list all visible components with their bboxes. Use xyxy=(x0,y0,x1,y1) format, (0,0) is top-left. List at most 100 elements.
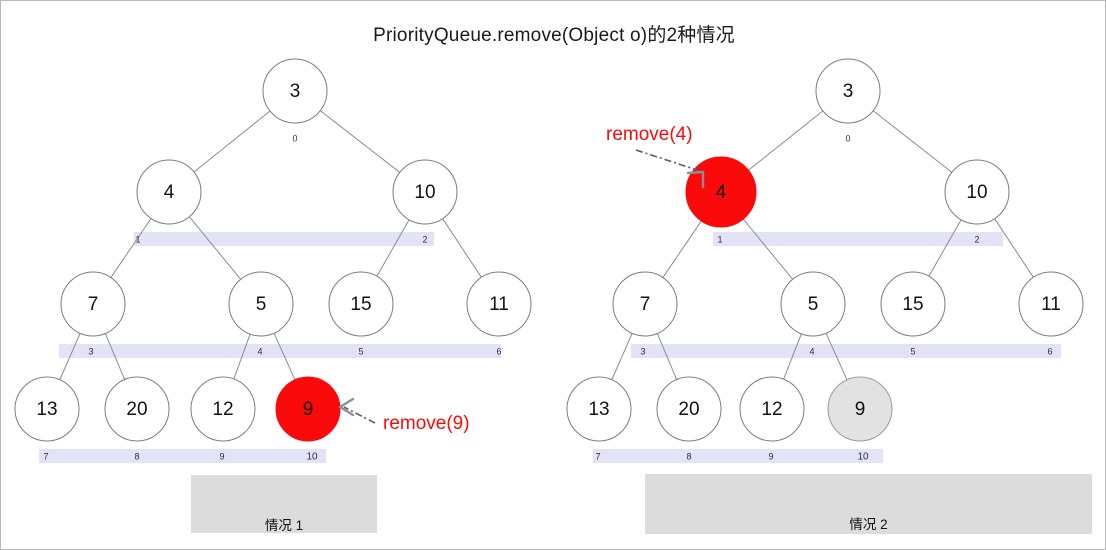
tree-node-label: 20 xyxy=(678,399,699,420)
tree-edge xyxy=(994,218,1034,278)
tree-node-10[interactable] xyxy=(944,159,1010,225)
left-band-level4 xyxy=(39,449,326,463)
tree-node-15[interactable] xyxy=(880,271,946,337)
right-band-level4 xyxy=(593,449,883,463)
tree-node-label: 5 xyxy=(256,294,267,315)
callout-label-right: remove(4) xyxy=(606,124,693,145)
heap-index-label: 4 xyxy=(257,346,262,356)
tree-node-15[interactable] xyxy=(328,271,394,337)
tree-node-11[interactable] xyxy=(1018,271,1084,337)
right-band-level3 xyxy=(631,344,1061,358)
tree-node-4[interactable] xyxy=(136,159,202,225)
tree-node-label: 4 xyxy=(164,182,175,203)
heap-index-label: 9 xyxy=(768,451,773,461)
tree-node-10[interactable] xyxy=(392,159,458,225)
heap-index-label: 8 xyxy=(134,451,139,461)
heap-index-label: 1 xyxy=(135,234,140,244)
heap-index-label: 10 xyxy=(857,452,869,463)
tree-node-label: 3 xyxy=(290,81,301,102)
tree-node-label: 11 xyxy=(489,294,509,315)
tree-node-3[interactable] xyxy=(262,58,328,124)
heap-index-label: 7 xyxy=(43,451,48,461)
left-band-level2 xyxy=(134,232,434,246)
tree-node-label: 12 xyxy=(761,399,782,420)
tree-node-label: 12 xyxy=(212,399,233,420)
tree-node-20[interactable] xyxy=(656,376,722,442)
caption-case-2: 情况 2 删除的不是最后一个元素 从删除点开始以最后一个元素为参照调用一次sif… xyxy=(645,474,1092,534)
tree-edge xyxy=(442,218,482,278)
tree-edge xyxy=(188,216,242,280)
heap-index-label: 6 xyxy=(1047,346,1052,356)
heap-index-label: 4 xyxy=(809,346,814,356)
page-title: PriorityQueue.remove(Object o)的2种情况 xyxy=(373,25,735,46)
tree-node-label: 7 xyxy=(88,294,99,315)
tree-node-7[interactable] xyxy=(612,271,678,337)
tree-edge xyxy=(662,220,702,278)
heap-index-label: 9 xyxy=(219,451,224,461)
tree-node-label: 7 xyxy=(640,294,651,315)
caption-case-1: 情况 1 删除的是最后一个元素 直接删除即可，不需要调整 xyxy=(191,475,377,533)
tree-node-13[interactable] xyxy=(566,376,632,442)
tree-edge xyxy=(104,333,126,380)
heap-index-label: 2 xyxy=(422,234,427,244)
tree-edge xyxy=(656,333,678,380)
tree-node-5[interactable] xyxy=(780,271,846,337)
tree-node-label: 13 xyxy=(36,399,57,420)
tree-node-label: 9 xyxy=(855,399,866,420)
tree-node-label: 15 xyxy=(350,294,371,315)
tree-edge xyxy=(928,219,962,277)
heap-index-label: 7 xyxy=(595,451,600,461)
tree-node-3[interactable] xyxy=(815,58,881,124)
tree-node-13[interactable] xyxy=(14,376,80,442)
tree-edge xyxy=(193,110,271,173)
tree-edge xyxy=(611,333,633,380)
heap-index-label: 5 xyxy=(358,346,363,356)
tree-edge xyxy=(59,333,81,380)
tree-node-label: 15 xyxy=(902,294,923,315)
tree-node-label: 9 xyxy=(303,399,314,420)
tree-edge xyxy=(319,110,401,173)
tree-node-20[interactable] xyxy=(104,376,170,442)
heap-index-label: 8 xyxy=(686,451,691,461)
tree-edge xyxy=(376,219,410,277)
heap-index-label: 2 xyxy=(974,234,979,244)
tree-node-label: 4 xyxy=(716,182,727,203)
tree-edge xyxy=(825,333,848,380)
tree-edge xyxy=(742,218,794,280)
tree-node-label: 10 xyxy=(966,182,987,203)
left-band-level3 xyxy=(59,344,501,358)
tree-edge xyxy=(233,333,251,380)
right-band-level2 xyxy=(713,232,1003,246)
tree-node-5[interactable] xyxy=(228,271,294,337)
tree-node-12[interactable] xyxy=(190,376,256,442)
heap-index-label: 10 xyxy=(306,452,318,463)
heap-index-label: 5 xyxy=(910,346,915,356)
heap-index-label: 6 xyxy=(496,346,501,356)
tree-node-label: 10 xyxy=(414,182,435,203)
heap-index-label: 0 xyxy=(292,133,297,143)
tree-node-label: 3 xyxy=(843,81,854,102)
tree-node-9[interactable] xyxy=(827,376,893,442)
tree-edge xyxy=(110,218,152,278)
tree-node-label: 13 xyxy=(588,399,609,420)
tree-node-label: 20 xyxy=(126,399,147,420)
caption-case-2-title: 情况 2 xyxy=(849,517,888,532)
tree-edge xyxy=(748,110,824,171)
heap-index-label: 1 xyxy=(717,234,722,244)
tree-node-12[interactable] xyxy=(739,376,805,442)
tree-node-7[interactable] xyxy=(60,271,126,337)
heap-index-label: 3 xyxy=(88,346,93,356)
heap-index-label: 3 xyxy=(640,346,645,356)
tree-node-9[interactable] xyxy=(275,376,341,442)
heap-index-label: 0 xyxy=(845,133,850,143)
tree-edge xyxy=(872,110,953,173)
tree-edge xyxy=(783,333,802,380)
tree-node-label: 11 xyxy=(1041,294,1061,315)
tree-node-11[interactable] xyxy=(466,271,532,337)
tree-edge xyxy=(273,333,296,380)
callout-arrowhead-left xyxy=(338,397,355,417)
caption-case-1-title: 情况 1 xyxy=(264,518,304,533)
callout-label-left: remove(9) xyxy=(383,413,470,434)
